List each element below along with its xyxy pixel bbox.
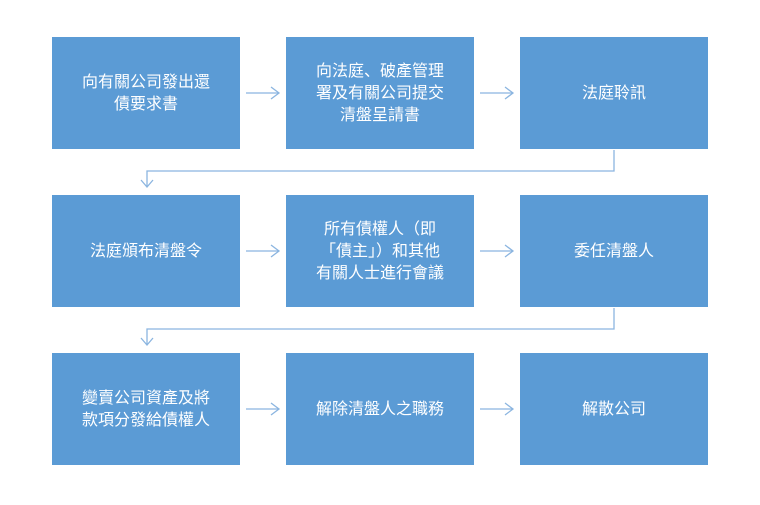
- arrow-2-to-3: [480, 86, 515, 100]
- step-1-label: 向有關公司發出還 債要求書: [81, 72, 210, 113]
- step-9-box: 解散公司: [520, 353, 708, 465]
- step-5-box: 所有債權人（即 「債主」）和其他 有關人士進行會議: [286, 195, 474, 307]
- step-3-box: 法庭聆訊: [520, 37, 708, 149]
- step-8-box: 解除清盤人之職務: [286, 353, 474, 465]
- step-7-label: 變賣公司資產及將 款項分發給債權人: [81, 388, 210, 429]
- arrow-7-to-8: [246, 402, 281, 416]
- arrow-5-to-6: [480, 244, 515, 258]
- step-4-box: 法庭頒布清盤令: [52, 195, 240, 307]
- arrow-1-to-2: [246, 86, 281, 100]
- step-6-box: 委任清盤人: [520, 195, 708, 307]
- step-1-box: 向有關公司發出還 債要求書: [52, 37, 240, 149]
- step-3-label: 法庭聆訊: [581, 83, 646, 102]
- arrow-6-to-7: [140, 308, 615, 346]
- step-4-label: 法庭頒布清盤令: [89, 241, 202, 260]
- arrow-4-to-5: [246, 244, 281, 258]
- step-6-label: 委任清盤人: [573, 241, 654, 260]
- step-7-box: 變賣公司資產及將 款項分發給債權人: [52, 353, 240, 465]
- arrow-8-to-9: [480, 402, 515, 416]
- arrow-3-to-4: [140, 150, 615, 188]
- step-2-box: 向法庭、破產管理 署及有關公司提交 清盤呈請書: [286, 37, 474, 149]
- step-5-label: 所有債權人（即 「債主」）和其他 有關人士進行會議: [315, 219, 444, 282]
- step-9-label: 解散公司: [581, 399, 646, 418]
- step-2-label: 向法庭、破產管理 署及有關公司提交 清盤呈請書: [315, 61, 444, 124]
- step-8-label: 解除清盤人之職務: [315, 399, 444, 418]
